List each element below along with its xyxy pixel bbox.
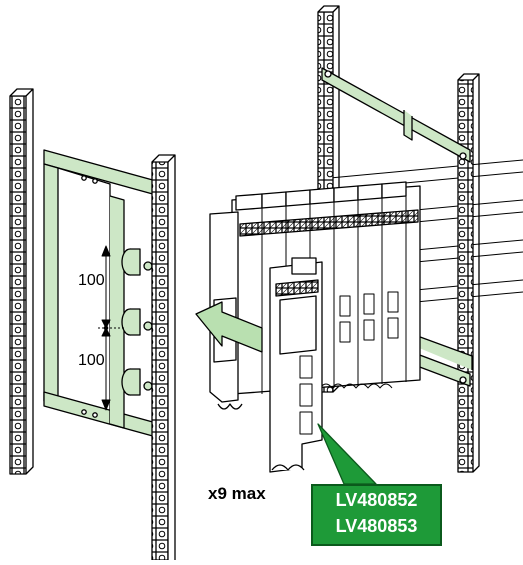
dimension-label-upper: 100 <box>78 272 105 289</box>
reference-callout: LV480852 LV480853 <box>311 484 442 546</box>
left-bracket <box>43 149 161 439</box>
upright-far-right <box>457 73 480 473</box>
quantity-note: x9 max <box>208 484 266 503</box>
reference-code-1: LV480852 <box>335 490 418 510</box>
upright-front-middle <box>151 154 176 561</box>
callout-pointer <box>317 423 377 485</box>
dimension-arrows <box>98 245 126 411</box>
fuse-stack-rear <box>231 181 421 395</box>
busbar-clamps <box>121 248 153 396</box>
insertion-arrow <box>195 301 263 353</box>
upright-front-left <box>9 88 34 475</box>
fuse-unit-front <box>269 257 323 473</box>
top-rail-right <box>321 67 471 163</box>
dimension-label-lower: 100 <box>78 352 105 369</box>
reference-code-2: LV480853 <box>335 516 418 536</box>
